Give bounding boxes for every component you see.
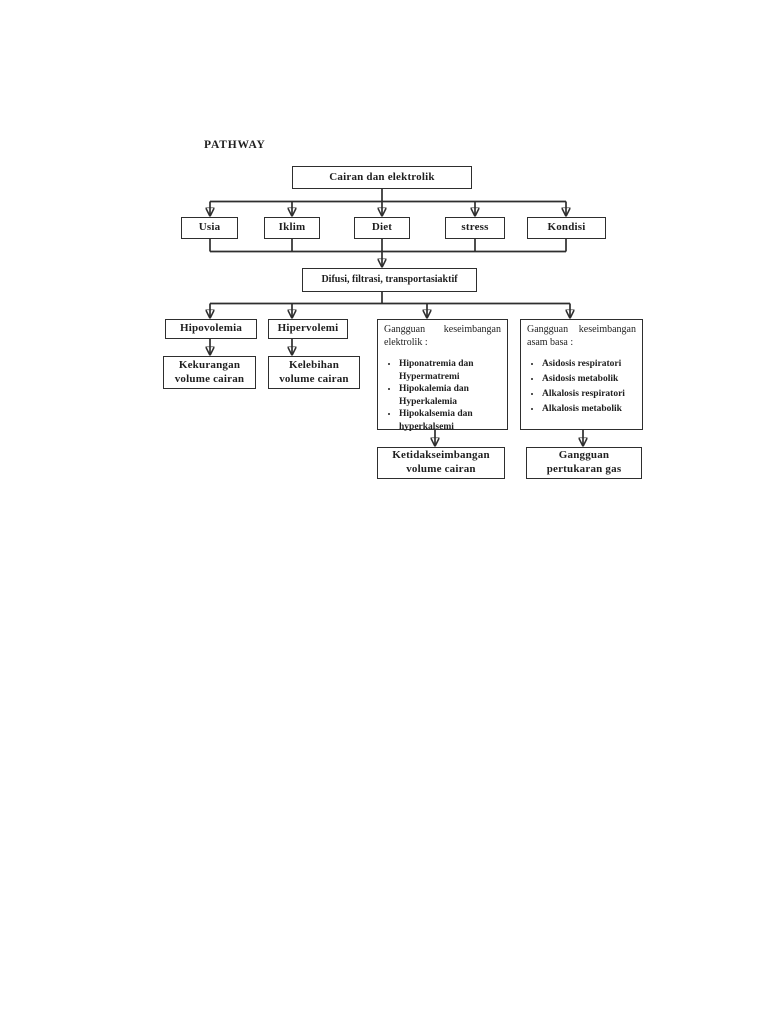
page-title: PATHWAY — [204, 139, 266, 151]
node-label: Diet — [371, 221, 393, 234]
node-iklim: Iklim — [264, 217, 320, 239]
node-label: Kondisi — [547, 221, 586, 234]
node-usia: Usia — [181, 217, 238, 239]
panel-bullet-list: Asidosis respiratori Asidosis metabolik … — [527, 358, 636, 416]
node-label: Kelebihan volume cairan — [279, 358, 349, 385]
node-stress: stress — [445, 217, 505, 239]
bullet-item: Asidosis respiratori — [542, 358, 636, 371]
node-kondisi: Kondisi — [527, 217, 606, 239]
node-label: Kekurangan volume cairan — [174, 358, 245, 385]
panel-header: Gangguan keseimbangan asam basa : — [527, 324, 636, 348]
node-label: Hipovolemia — [179, 322, 243, 335]
node-ketidakseimbangan-volume-cairan: Ketidakseimbangan volume cairan — [377, 447, 505, 479]
panel-gangguan-asam-basa: Gangguan keseimbangan asam basa : Asidos… — [520, 319, 643, 430]
node-hipervolemi: Hipervolemi — [268, 319, 348, 339]
bullet-item: Alkalosis respiratori — [542, 388, 636, 401]
node-gangguan-pertukaran-gas: Gangguan pertukaran gas — [526, 447, 642, 479]
panel-header: Gangguan keseimbangan elektrolik : — [384, 324, 501, 348]
node-kekurangan-volume-cairan: Kekurangan volume cairan — [163, 356, 256, 389]
bullet-item: Asidosis metabolik — [542, 373, 636, 386]
node-label: Hipervolemi — [277, 322, 339, 335]
node-label: Cairan dan elektrolik — [329, 170, 435, 183]
node-hipovolemia: Hipovolemia — [165, 319, 257, 339]
panel-bullet-list: Hiponatremia dan Hypermatremi Hipokalemi… — [384, 358, 501, 433]
node-label: Gangguan pertukaran gas — [546, 449, 622, 475]
bullet-item: Hipokalemia dan Hyperkalemia — [399, 383, 501, 408]
node-difusi-filtrasi-transportasi: Difusi, filtrasi, transportasiaktif — [302, 268, 477, 292]
bullet-item: Alkalosis metabolik — [542, 403, 636, 416]
bullet-item: Hipokalsemia dan hyperkalsemi — [399, 408, 501, 433]
node-cairan-dan-elektrolik: Cairan dan elektrolik — [292, 166, 472, 189]
node-label: Usia — [198, 221, 221, 234]
bullet-item: Hiponatremia dan Hypermatremi — [399, 358, 501, 383]
node-label: Difusi, filtrasi, transportasiaktif — [321, 273, 458, 285]
node-diet: Diet — [354, 217, 410, 239]
node-kelebihan-volume-cairan: Kelebihan volume cairan — [268, 356, 360, 389]
node-label: stress — [461, 221, 489, 234]
node-label: Ketidakseimbangan volume cairan — [392, 449, 490, 475]
panel-gangguan-elektrolit: Gangguan keseimbangan elektrolik : Hipon… — [377, 319, 508, 433]
node-label: Iklim — [278, 221, 306, 234]
